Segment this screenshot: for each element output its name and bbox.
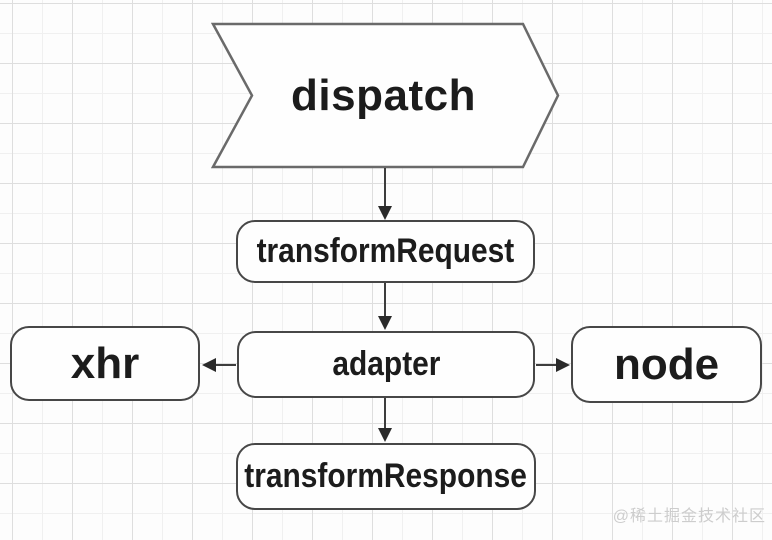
arrowhead-right (556, 358, 570, 372)
node-xhr-label: xhr (70, 338, 140, 388)
node-transform-request-label: transformRequest (256, 232, 515, 270)
node-transform-request: transformRequest (236, 220, 535, 283)
watermark: @稀土掘金技术社区 (612, 508, 766, 525)
banner-dispatch: dispatch (211, 22, 560, 169)
banner-dispatch-label: dispatch (291, 70, 476, 120)
node-transform-response: transformResponse (236, 443, 536, 510)
arrowhead-down-2 (378, 316, 392, 330)
node-adapter: adapter (237, 331, 535, 398)
node-adapter-label: adapter (331, 345, 441, 383)
node-node: node (571, 326, 762, 403)
node-transform-response-label: transformResponse (244, 457, 528, 495)
banner-shape (211, 22, 560, 169)
node-xhr: xhr (10, 326, 200, 401)
arrowhead-down-3 (378, 428, 392, 442)
arrowhead-down-1 (378, 206, 392, 220)
node-node-label: node (613, 339, 720, 389)
arrowhead-left (202, 358, 216, 372)
